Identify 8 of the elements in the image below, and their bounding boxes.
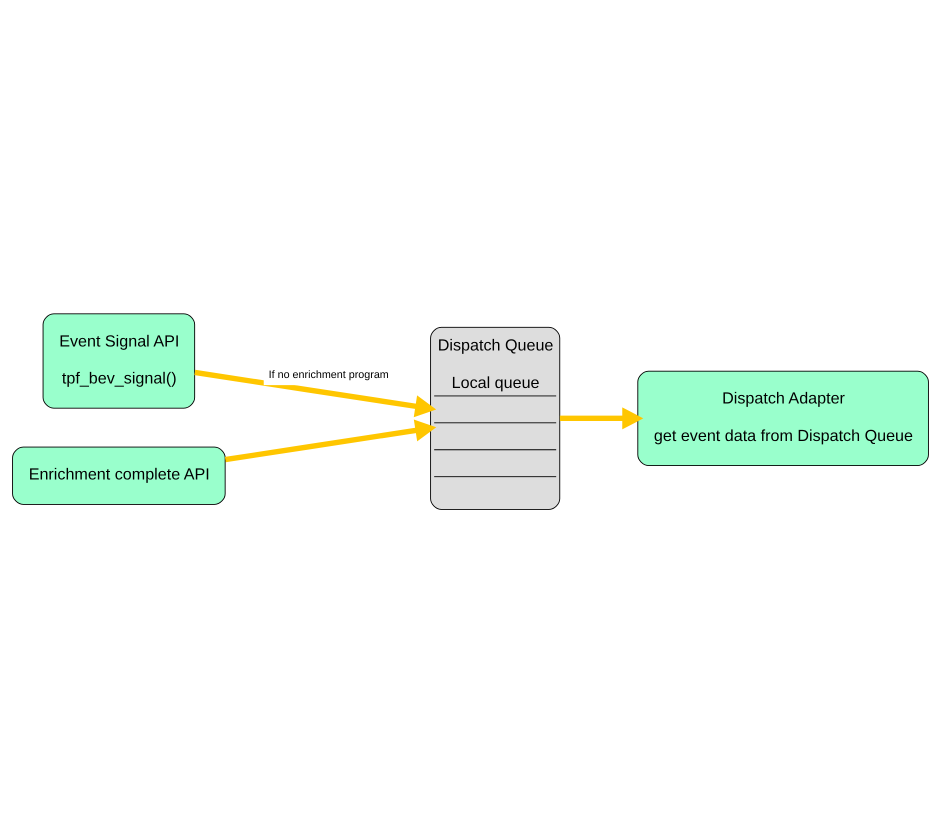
arrow — [560, 406, 644, 429]
node-box: Event Signal API tpf_bev_signal() — [42, 312, 196, 408]
node-box: Dispatch Queue Local queue — [430, 326, 560, 510]
arrow — [194, 369, 436, 417]
edge-label: If no enrichment program — [268, 368, 389, 381]
node-box: Dispatch Adapter get event data from Dispatch Queue — [637, 370, 929, 466]
node-box: Enrichment complete API — [12, 446, 226, 504]
arrow — [224, 419, 436, 462]
